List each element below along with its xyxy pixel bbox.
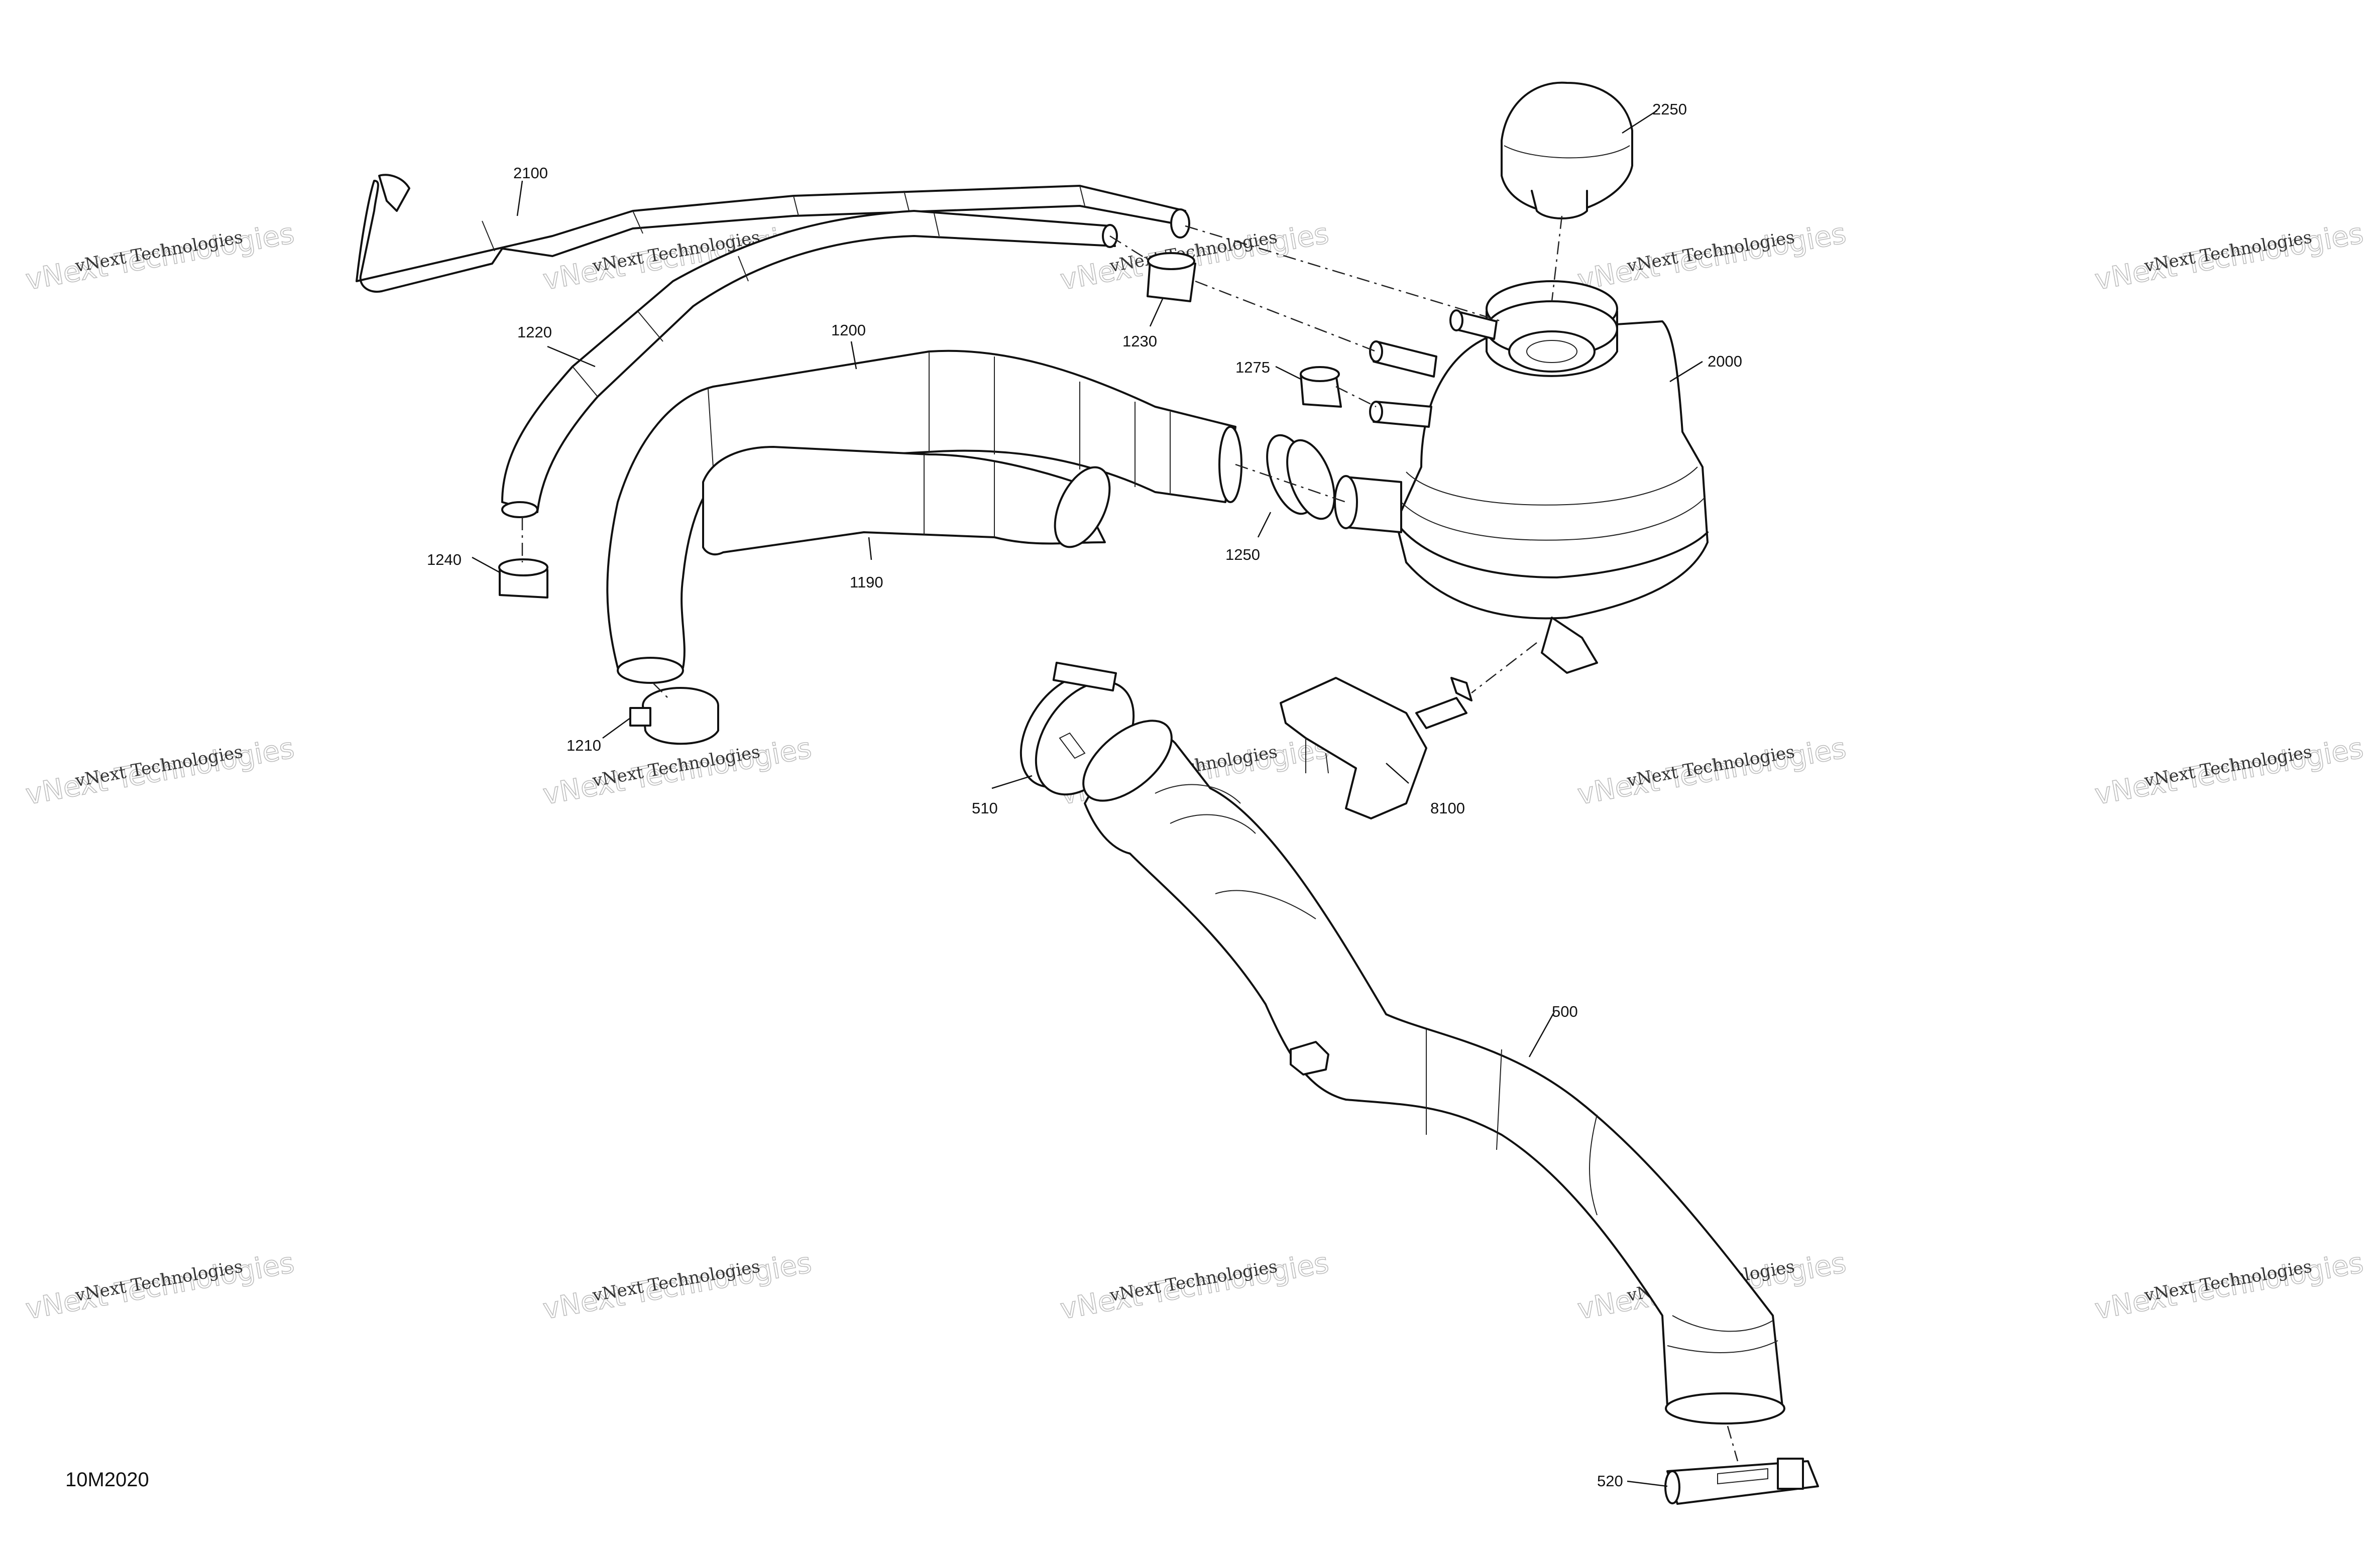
callout-1275: 1275 <box>1235 359 1270 376</box>
callout-1210: 1210 <box>566 737 601 754</box>
callout-labels: 2100 2250 1230 1220 1200 2000 1275 1250 … <box>427 100 1742 1490</box>
part-2100-vent-hose[interactable] <box>356 174 1190 293</box>
clamp-1240[interactable] <box>498 558 548 599</box>
part-8100-bracket[interactable] <box>1280 677 1472 819</box>
callout-2000: 2000 <box>1708 352 1742 370</box>
part-500-hose[interactable] <box>1069 705 1785 1425</box>
callout-1230: 1230 <box>1122 332 1157 350</box>
callout-2100: 2100 <box>513 164 548 182</box>
callout-510: 510 <box>972 799 998 817</box>
assembly-lines <box>521 215 1739 1462</box>
callout-500: 500 <box>1552 1003 1578 1020</box>
figure-code: 10M2020 <box>65 1469 149 1491</box>
callout-1220: 1220 <box>517 323 552 341</box>
callout-1190: 1190 <box>850 573 883 591</box>
callout-1240: 1240 <box>427 551 462 568</box>
callout-1200: 1200 <box>831 321 866 339</box>
clamp-1275[interactable] <box>1300 366 1342 408</box>
callout-2250: 2250 <box>1652 100 1687 118</box>
callout-leaders <box>472 109 1703 1487</box>
callout-8100: 8100 <box>1430 799 1465 817</box>
clamp-520[interactable] <box>1664 1458 1819 1505</box>
part-1190-hose[interactable] <box>702 446 1121 556</box>
part-2250-cap[interactable] <box>1501 81 1633 219</box>
clamp-1250[interactable] <box>1258 429 1343 525</box>
callout-520: 520 <box>1597 1472 1623 1490</box>
part-2000-reservoir[interactable] <box>1334 280 1709 674</box>
callout-1250: 1250 <box>1225 546 1260 563</box>
clamp-1230[interactable] <box>1147 252 1196 302</box>
clamp-1210[interactable] <box>629 687 719 745</box>
part-1200-hose[interactable] <box>606 349 1242 684</box>
